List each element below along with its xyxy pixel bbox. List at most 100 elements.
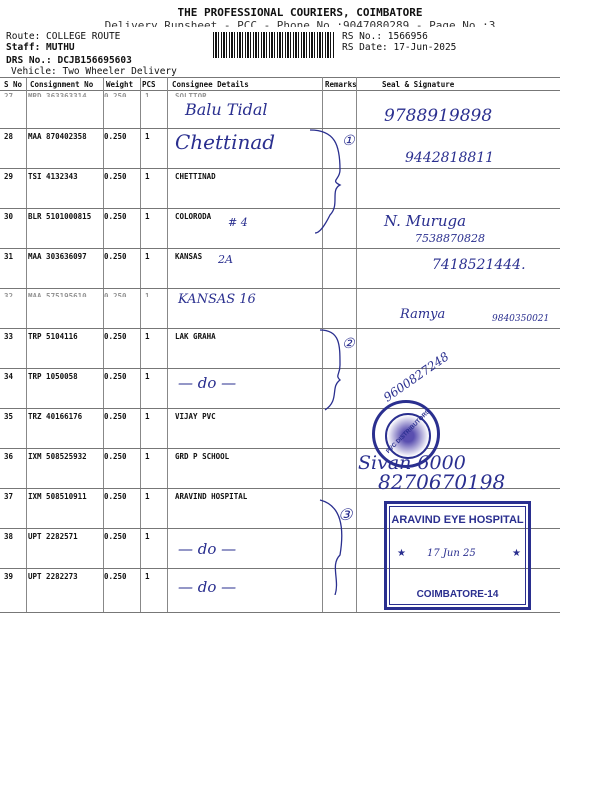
row-divider [0, 448, 560, 449]
signature: 9788919898 [384, 106, 493, 126]
cell-pcs: 1 [145, 252, 150, 261]
staff: Staff: MUTHU [6, 42, 75, 53]
table-row: 30 BLR 5101000815 0.250 1 COLORODA [0, 212, 560, 242]
handwriting: — do — [178, 578, 237, 596]
column-header: S No [4, 80, 23, 89]
cell-consignee: COLORODA [175, 212, 212, 221]
group-mark: ② [342, 336, 355, 352]
cell-sno: 31 [4, 252, 14, 261]
cell-cn: MAA 303636097 [28, 252, 87, 261]
row-divider [0, 528, 560, 529]
handwriting: — do — [178, 374, 237, 392]
cell-wt: 0.250 [104, 452, 127, 461]
cell-cn: MAA 575195610 [28, 292, 87, 297]
route: Route: COLLEGE ROUTE [6, 31, 121, 42]
column-divider [167, 77, 168, 612]
handwriting: — do — [178, 540, 237, 558]
cell-wt: 0.250 [104, 412, 127, 421]
cell-sno: 39 [4, 572, 14, 581]
cell-sno: 37 [4, 492, 14, 501]
cell-cn: IXM 508510911 [28, 492, 87, 501]
signature: 9442818811 [405, 150, 495, 166]
cell-sno: 36 [4, 452, 14, 461]
handwriting: Balu Tidal [185, 100, 268, 119]
row-divider [0, 568, 560, 569]
barcode [213, 32, 335, 58]
cell-pcs: 1 [145, 92, 150, 97]
row-divider [0, 168, 560, 169]
cell-cn: UPT 2282273 [28, 572, 78, 581]
cell-pcs: 1 [145, 132, 150, 141]
cell-sno: 28 [4, 132, 14, 141]
cell-consignee: LAK GRAHA [175, 332, 216, 341]
vehicle: Vehicle: Two Wheeler Delivery [11, 66, 177, 77]
table-row: 32 MAA 575195610 0.250 1 [0, 292, 560, 322]
cell-consignee: VIJAY PVC [175, 412, 216, 421]
cell-consignee: SOLTTOR [175, 92, 207, 97]
column-divider [140, 77, 141, 612]
pvc-distributors-stamp: PVC DISTRIBUTORS [372, 400, 440, 468]
header-border [0, 90, 560, 91]
table-row: 36 IXM 508525932 0.250 1 GRD P SCHOOL [0, 452, 560, 482]
cell-cn: BLR 5101000815 [28, 212, 92, 221]
cell-cn: IXM 508525932 [28, 452, 87, 461]
row-divider [0, 368, 560, 369]
cell-sno: 32 [4, 292, 14, 297]
handwriting: 2A [218, 253, 233, 266]
cell-consignee: KANSAS [175, 252, 203, 261]
row-divider [0, 128, 560, 129]
company-title: THE PROFESSIONAL COURIERS, COIMBATORE [177, 6, 423, 19]
cell-sno: 33 [4, 332, 14, 341]
column-header: Consignment No [30, 80, 94, 89]
cell-sno: 30 [4, 212, 14, 221]
column-divider [322, 77, 323, 612]
row-divider [0, 408, 560, 409]
signature: 7538870828 [415, 232, 485, 245]
cell-pcs: 1 [145, 212, 150, 221]
signature: Ramya [400, 307, 446, 322]
cell-wt: 0.250 [104, 172, 127, 181]
row-divider [0, 488, 560, 489]
column-divider [356, 77, 357, 612]
aravind-hospital-stamp: ARAVIND EYE HOSPITAL ★ ★ 17 Jun 25 COIMB… [384, 501, 531, 610]
cell-wt: 0.250 [104, 532, 127, 541]
cell-wt: 0.250 [104, 372, 127, 381]
drs-number: DRS No.: DCJB156695603 [6, 55, 132, 66]
cell-wt: 0.250 [104, 492, 127, 501]
cell-consignee: GRD P SCHOOL [175, 452, 230, 461]
runsheet-subtitle: Delivery Runsheet - PCC - Phone No :9047… [104, 19, 496, 27]
cell-cn: TRP 1050058 [28, 372, 78, 381]
cell-cn: TRP 5104116 [28, 332, 78, 341]
cell-wt: 0.250 [104, 332, 127, 341]
table-row: 34 TRP 1050058 0.250 1 [0, 372, 560, 402]
group-mark: ① [342, 133, 355, 149]
column-header: Weight [106, 80, 134, 89]
cell-consignee: ARAVIND HOSPITAL [175, 492, 248, 501]
cell-wt: 0.250 [104, 212, 127, 221]
cell-wt: 0.250 [104, 92, 127, 97]
row-divider [0, 328, 560, 329]
column-divider [26, 77, 27, 612]
cell-consignee: CHETTINAD [175, 172, 216, 181]
cell-pcs: 1 [145, 412, 150, 421]
signature: N. Muruga [384, 212, 467, 230]
cell-pcs: 1 [145, 292, 150, 297]
table-row: 39 UPT 2282273 0.250 1 [0, 572, 560, 602]
table-top-border [0, 77, 560, 78]
cell-cn: MAA 870402358 [28, 132, 87, 141]
row-divider [0, 248, 560, 249]
cell-cn: TRZ 40166176 [28, 412, 83, 421]
cell-pcs: 1 [145, 452, 150, 461]
rs-date: RS Date: 17-Jun-2025 [342, 42, 457, 53]
cell-pcs: 1 [145, 372, 150, 381]
cell-pcs: 1 [145, 572, 150, 581]
cell-wt: 0.250 [104, 292, 127, 297]
cell-sno: 34 [4, 372, 14, 381]
cell-wt: 0.250 [104, 572, 127, 581]
